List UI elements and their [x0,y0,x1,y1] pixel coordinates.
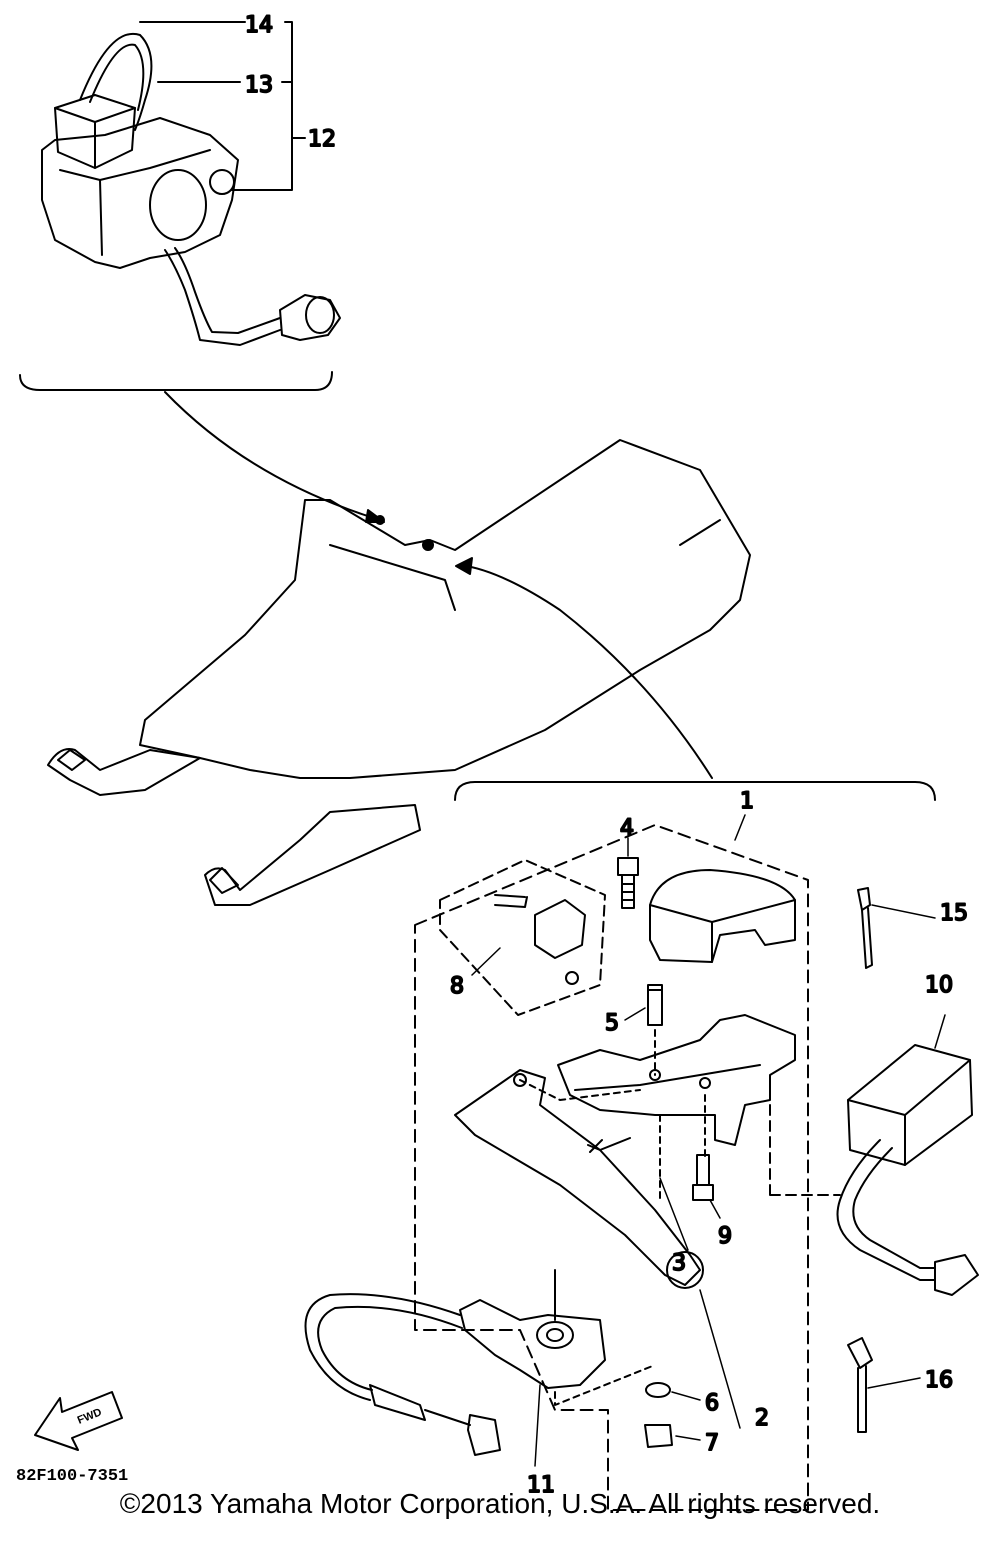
switch-housing-edge [59,149,211,181]
snowmobile-hood [139,439,751,779]
callout-5: 5 [605,1011,619,1036]
callout-15: 15 [940,901,968,926]
switch-cap [54,94,136,169]
inset-bracket [19,371,333,391]
callout-12: 12 [308,127,336,152]
snowmobile-outline [47,439,751,906]
leader-lines [471,814,946,1467]
leader-12 [231,21,306,191]
callout-14: 14 [245,13,273,38]
pointer-to-sled [164,391,381,521]
switch-housing-edge-2 [99,179,103,256]
assembly-bracket [454,781,936,801]
callout-7: 7 [705,1431,719,1456]
part-11-switch [304,1269,606,1456]
assembly-8-outline [439,859,606,1016]
part-15-cable-tie [857,887,873,969]
handlebar-cover [649,869,796,963]
part-16-cable-tie [847,1337,873,1433]
callout-6: 6 [705,1391,719,1416]
callout-3: 3 [672,1251,686,1276]
part-4-bolt [617,857,639,909]
callout-11: 11 [527,1473,555,1498]
part-7-nut [644,1424,673,1448]
ski-right [204,804,421,906]
fwd-label: FWD [76,1406,104,1427]
switch-hole [149,169,207,241]
ski-left [47,748,201,796]
part-10-module [769,1044,979,1296]
part-8 [494,894,586,985]
callout-2: 2 [755,1406,769,1431]
tether-cord [79,32,153,131]
switch-housing [41,117,239,269]
switch-wire [164,249,281,346]
copyright-notice: ©2013 Yamaha Motor Corporation, U.S.A. A… [119,1488,881,1519]
part-9-bolt [692,1154,714,1201]
callout-10: 10 [925,973,953,998]
callout-16: 16 [925,1368,953,1393]
inset-switch-assembly [19,21,385,523]
assembly-1-outline [414,824,809,1511]
lever-holder [557,1014,796,1146]
part-3-screw [587,1137,631,1153]
callout-8: 8 [450,974,464,999]
switch-connector [279,294,341,341]
callout-9: 9 [718,1224,732,1249]
windshield-line [329,544,456,611]
callout-4: 4 [620,816,634,841]
fwd-arrow-icon: FWD [34,1391,123,1451]
callout-13: 13 [245,73,273,98]
callout-1: 1 [740,789,754,814]
pointer-to-handlebar [459,564,713,779]
switch-knob [209,169,235,195]
seat-line [679,519,721,546]
part-2-lever [454,1069,701,1286]
part-6-washer [645,1382,671,1398]
part-5-pin [647,984,663,1026]
diagram-code: 82F100-7351 [16,1467,128,1486]
